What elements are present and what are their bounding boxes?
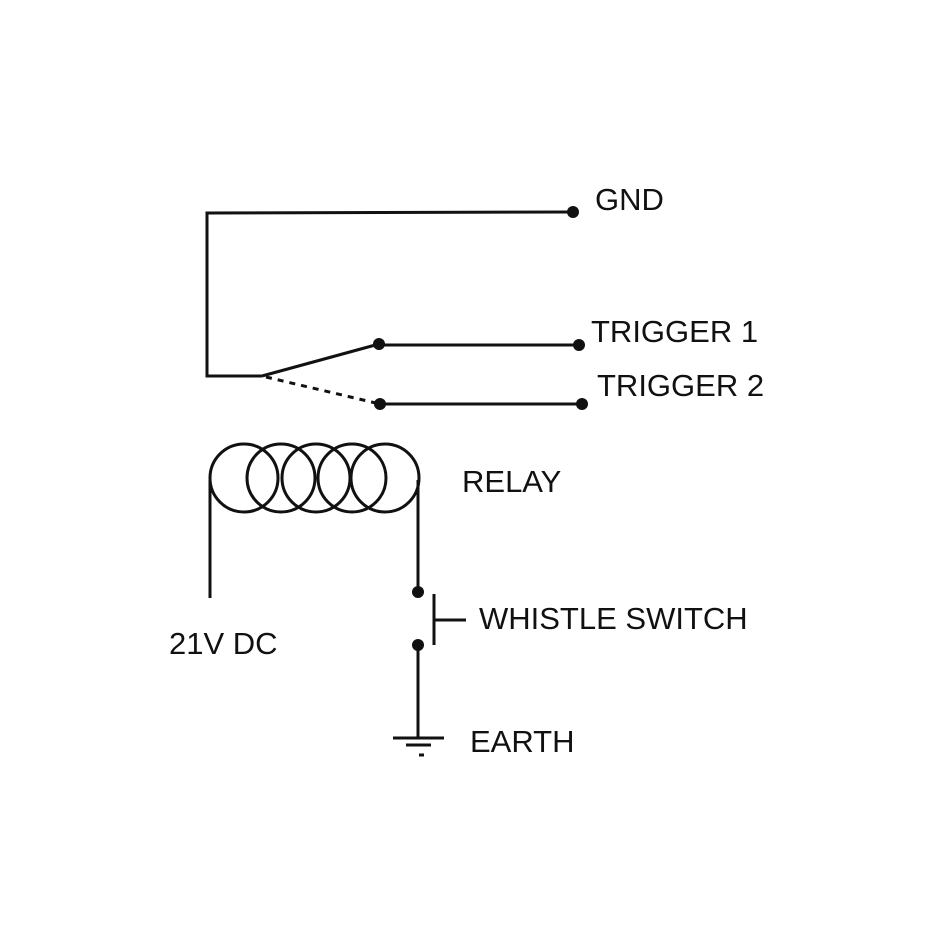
coil-turn [245, 442, 317, 514]
trigger1-terminal [573, 339, 585, 351]
trigger1-label: TRIGGER 1 [591, 314, 759, 349]
gnd-terminal [567, 206, 579, 218]
whistle-switch-label: WHISTLE SWITCH [479, 601, 748, 636]
coil-turn [208, 442, 280, 514]
coil-turn [316, 442, 388, 514]
relay-contact-arm [261, 342, 380, 378]
switch-top-terminal [412, 586, 424, 598]
trigger2-terminal [576, 398, 588, 410]
gnd-wire [205, 210, 574, 378]
supply-label: 21V DC [169, 626, 278, 661]
trigger2-label: TRIGGER 2 [597, 368, 765, 403]
earth-icon [393, 736, 444, 757]
relay-label: RELAY [462, 464, 562, 499]
gnd-label: GND [595, 182, 664, 217]
coil-turn [349, 442, 421, 514]
whistle-switch-symbol [432, 594, 466, 645]
relay-contact-alt-arm [265, 375, 381, 406]
earth-label: EARTH [470, 724, 575, 759]
relay-coil [208, 442, 421, 514]
